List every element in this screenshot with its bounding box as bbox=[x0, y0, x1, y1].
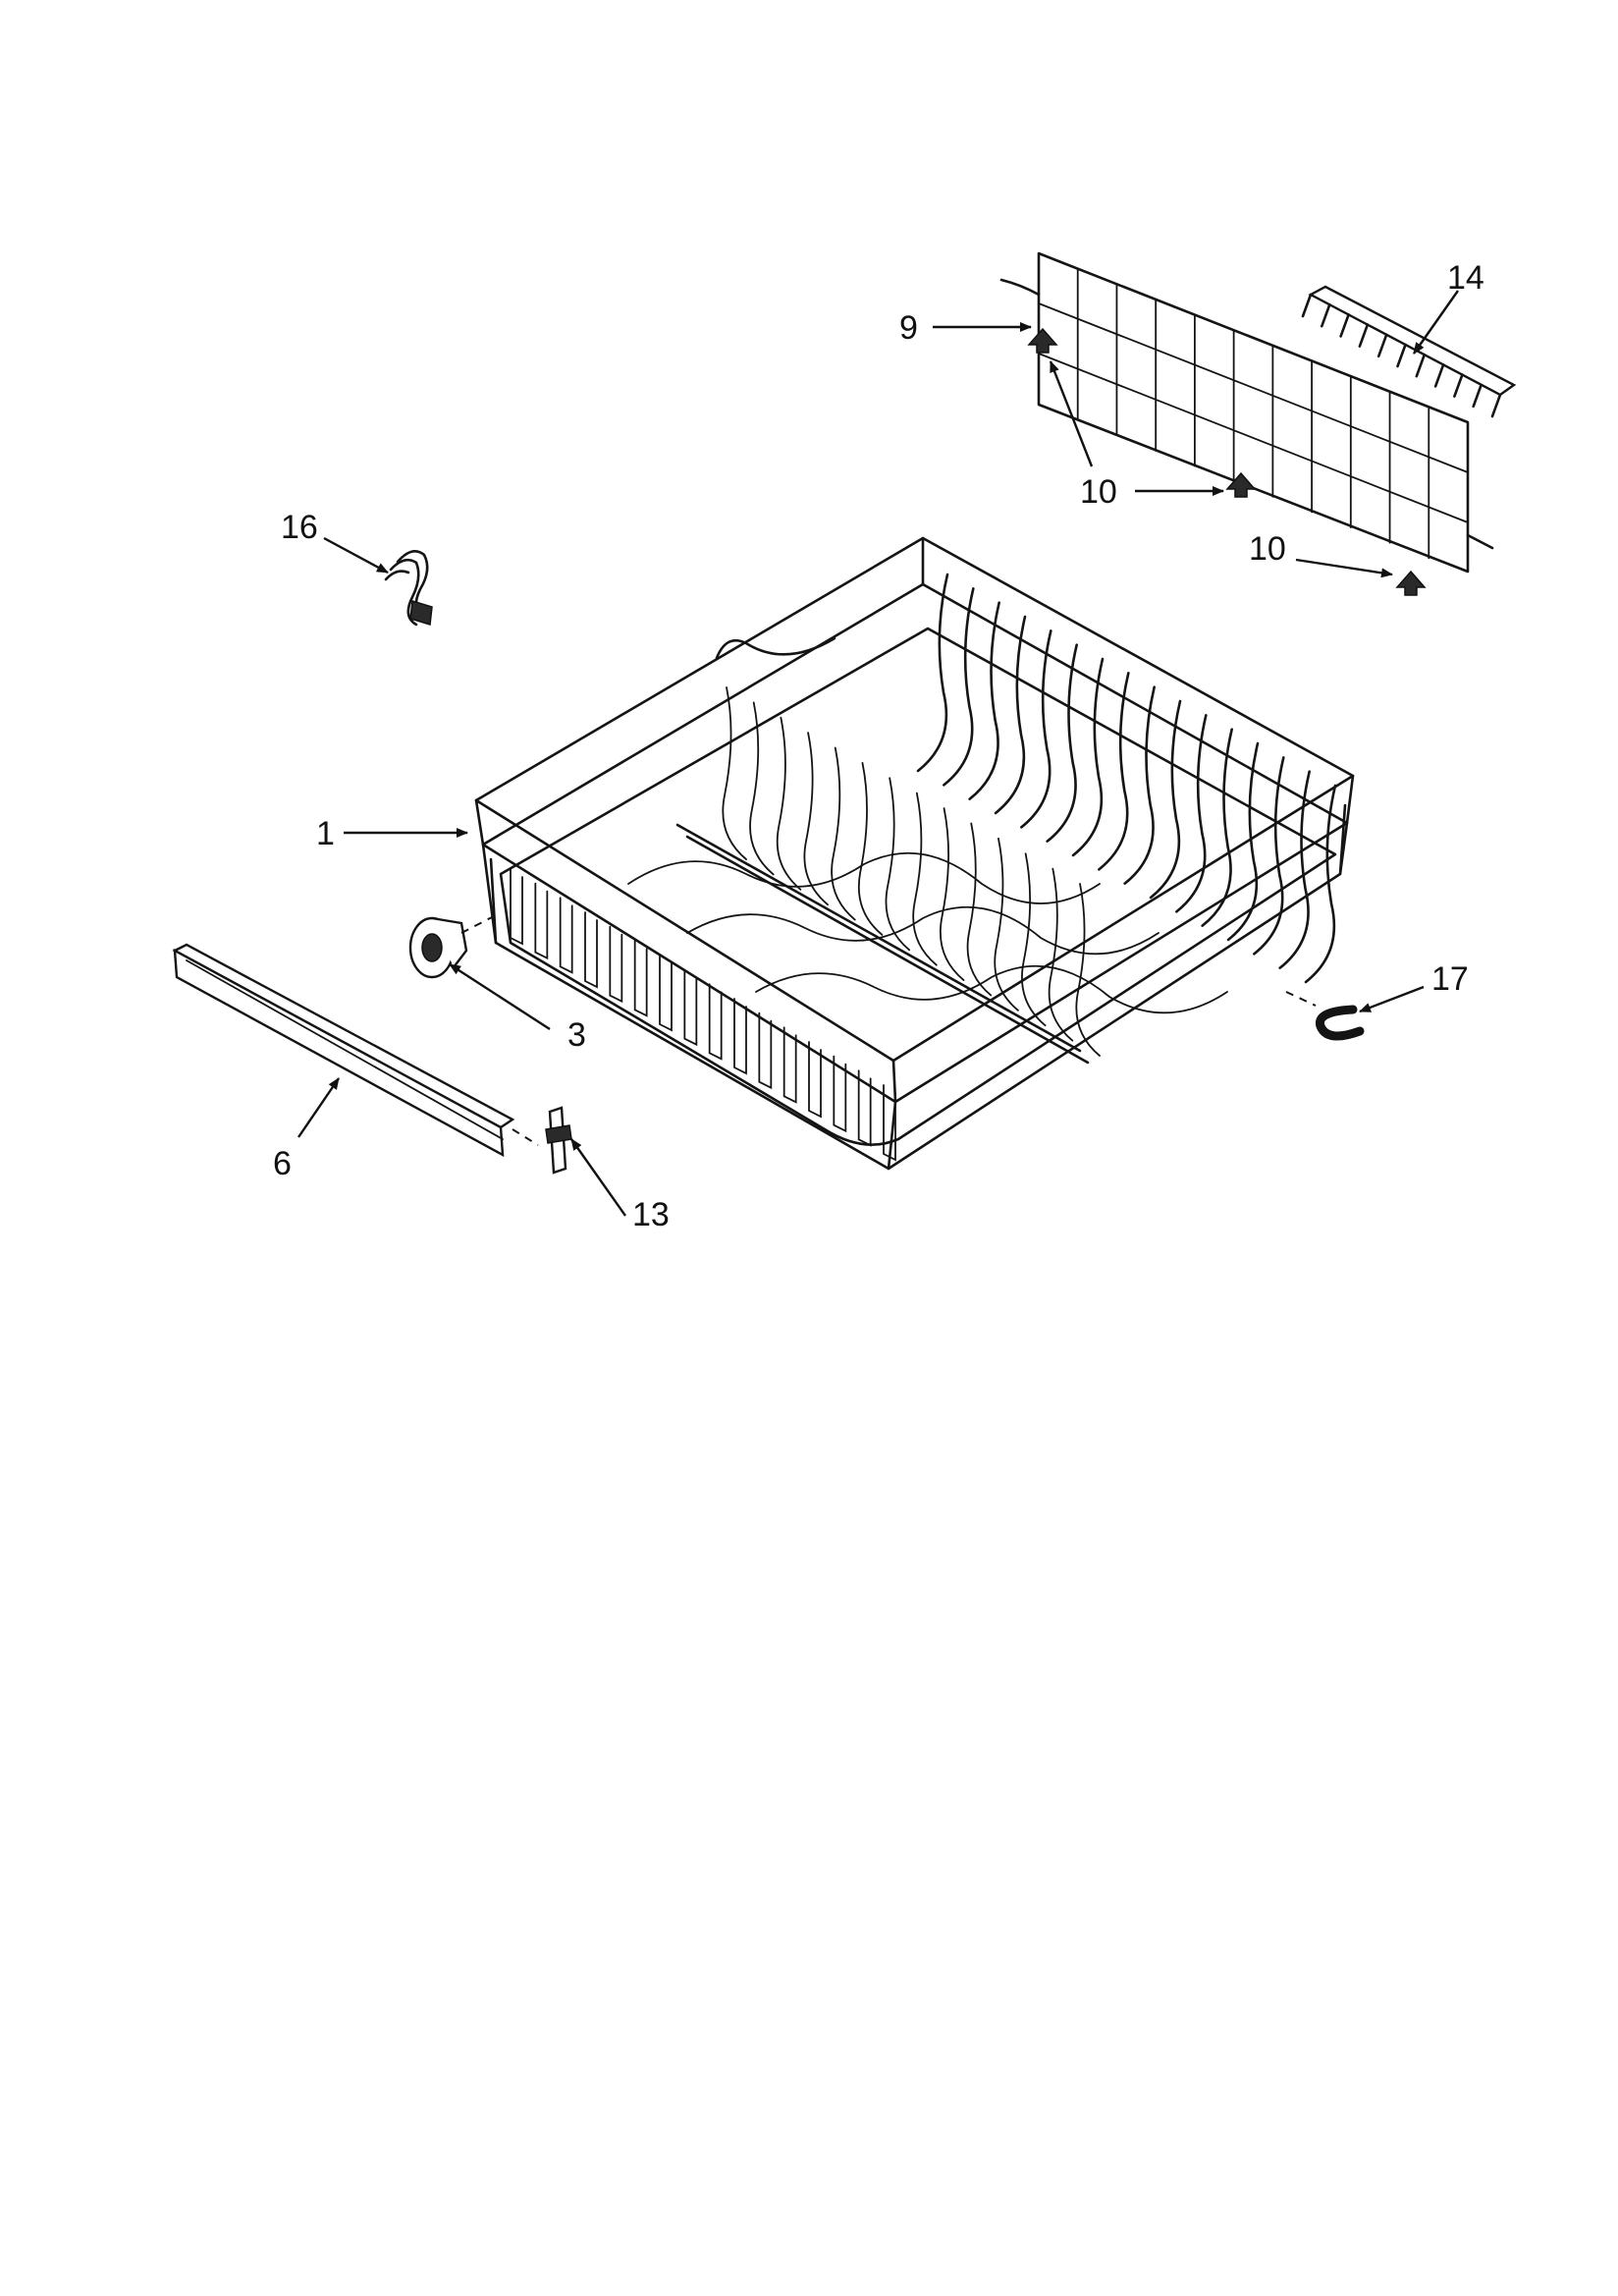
callout-3: 3 bbox=[567, 1016, 586, 1054]
rear-tine bbox=[968, 601, 1000, 800]
front-tine bbox=[833, 1055, 847, 1133]
callout-1: 1 bbox=[316, 815, 335, 852]
mid-tine bbox=[722, 686, 747, 860]
front-tine bbox=[883, 1084, 896, 1162]
front-tine bbox=[782, 1026, 797, 1104]
rear-tine bbox=[1201, 728, 1233, 927]
tine bbox=[1358, 323, 1370, 348]
callout-9: 9 bbox=[899, 309, 918, 347]
tine bbox=[1453, 373, 1464, 398]
mid-tine bbox=[776, 716, 802, 891]
tine-strip-part-14 bbox=[1301, 285, 1517, 418]
rear-tine bbox=[994, 615, 1027, 815]
tine bbox=[1396, 343, 1407, 368]
tine bbox=[1376, 333, 1388, 358]
callout-10-b: 10 bbox=[1249, 530, 1286, 568]
front-tine bbox=[808, 1041, 822, 1119]
tine bbox=[1472, 383, 1483, 409]
front-tine bbox=[559, 897, 573, 974]
front-tine bbox=[534, 882, 549, 960]
track-rail-part-6 bbox=[172, 943, 539, 1158]
mid-tine bbox=[1075, 883, 1101, 1057]
front-tine bbox=[857, 1069, 872, 1147]
front-tine bbox=[659, 955, 673, 1032]
divider-panel-part-9 bbox=[999, 251, 1494, 574]
mid-tine bbox=[1021, 852, 1047, 1027]
tine bbox=[1415, 353, 1427, 378]
mid-tine bbox=[966, 822, 993, 997]
callout-16: 16 bbox=[281, 509, 318, 546]
rear-tine bbox=[1020, 629, 1052, 829]
rear-tine bbox=[1123, 685, 1156, 885]
front-tine bbox=[584, 911, 598, 989]
rear-tine bbox=[1253, 756, 1285, 956]
mid-tine bbox=[831, 746, 856, 921]
clip-part-10-a bbox=[1027, 327, 1058, 354]
callout-labels: 1 3 6 9 10 10 13 14 16 17 bbox=[273, 259, 1484, 1233]
callout-6: 6 bbox=[273, 1145, 292, 1182]
rear-tine bbox=[1175, 714, 1208, 913]
mid-tine bbox=[885, 777, 911, 952]
end-cap-part-13 bbox=[545, 1106, 572, 1175]
front-tine bbox=[633, 940, 648, 1017]
rear-tine bbox=[1149, 699, 1182, 900]
clip-part-10-b bbox=[1225, 471, 1257, 498]
front-tine bbox=[733, 998, 747, 1075]
leader-lines bbox=[297, 290, 1459, 1217]
front-tine bbox=[758, 1011, 773, 1090]
rear-tine bbox=[916, 573, 949, 773]
callout-14: 14 bbox=[1447, 259, 1484, 297]
mid-tine bbox=[749, 701, 775, 876]
front-tine bbox=[609, 925, 623, 1004]
front-tine bbox=[510, 868, 523, 946]
mid-tine bbox=[1048, 867, 1074, 1042]
hook-part-17 bbox=[1285, 991, 1365, 1041]
dish-rack-part-1 bbox=[474, 536, 1355, 1171]
mid-tine bbox=[994, 837, 1019, 1011]
rear-tine bbox=[1304, 784, 1337, 984]
wire-bundle-part-16 bbox=[384, 550, 433, 627]
callout-13: 13 bbox=[632, 1196, 670, 1233]
front-tine bbox=[708, 983, 723, 1061]
tine bbox=[1301, 293, 1313, 318]
roller-wheel-part-3 bbox=[408, 914, 497, 979]
front-tine bbox=[683, 968, 698, 1047]
clip-part-10-c bbox=[1395, 570, 1427, 596]
callout-10-a: 10 bbox=[1080, 473, 1117, 511]
callout-17: 17 bbox=[1431, 960, 1469, 998]
rear-tine bbox=[1098, 672, 1130, 871]
tine bbox=[1339, 313, 1350, 338]
mid-tine bbox=[912, 792, 938, 966]
rear-tine bbox=[1278, 770, 1311, 969]
tine bbox=[1321, 302, 1331, 328]
rear-tine bbox=[943, 587, 975, 787]
rear-tine bbox=[1071, 657, 1105, 857]
mid-tine bbox=[939, 807, 965, 981]
tine bbox=[1490, 393, 1502, 418]
tine bbox=[1433, 363, 1445, 388]
rear-tine bbox=[1046, 643, 1078, 843]
mid-tine bbox=[803, 732, 829, 906]
rear-tine bbox=[1226, 741, 1260, 942]
mid-tine bbox=[857, 762, 884, 936]
